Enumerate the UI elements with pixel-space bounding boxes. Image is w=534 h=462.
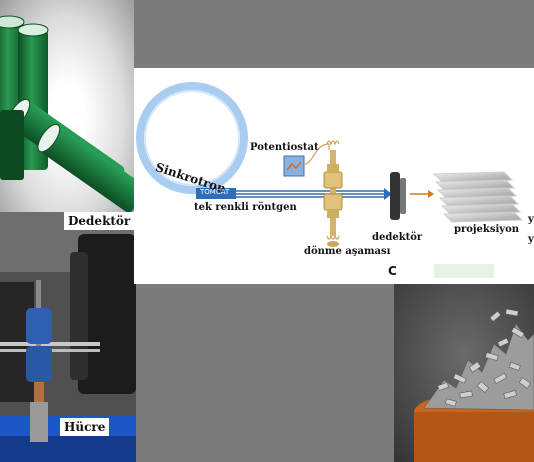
powder-pile — [423, 308, 534, 411]
synchrotron-schematic — [136, 82, 524, 278]
battery-photo-illustration — [0, 15, 134, 212]
label-tomcat: TOMCAT — [200, 188, 230, 196]
synchrotron-ring — [136, 82, 248, 194]
x-ray-beam — [236, 188, 392, 200]
label-panel-c: C — [388, 264, 397, 278]
cell-upper-body — [26, 308, 52, 344]
cell-lower-body — [26, 346, 52, 382]
projection-stack — [432, 171, 524, 223]
label-dedektor-diagram: dedektör — [372, 232, 423, 243]
label-tek-renkli-rontgen: tek renkli röntgen — [194, 202, 297, 213]
battery-cell — [37, 123, 134, 212]
label-cut-right-2: y — [528, 234, 534, 245]
powder-render-panel — [394, 284, 534, 462]
tomcat-beamline — [196, 188, 236, 199]
detector-element — [390, 172, 406, 220]
powder-render-illustration — [394, 284, 534, 462]
battery-photo-panel — [0, 0, 134, 212]
synchrotron-diagram-panel: Sinkrotron TOMCAT tek renkli röntgen Pot… — [134, 68, 534, 284]
label-donme-asamasi: dönme aşaması — [304, 246, 391, 257]
label-hucre: Hücre — [60, 418, 110, 436]
rotation-stage-cell — [323, 150, 343, 247]
label-cut-right-1: y — [528, 214, 534, 225]
label-projeksiyon: projeksiyon — [454, 224, 520, 235]
label-potentiostat: Potentiostat — [250, 142, 319, 153]
battery-cell — [0, 110, 24, 180]
label-dedektor-photo: Dedektör — [64, 212, 135, 230]
